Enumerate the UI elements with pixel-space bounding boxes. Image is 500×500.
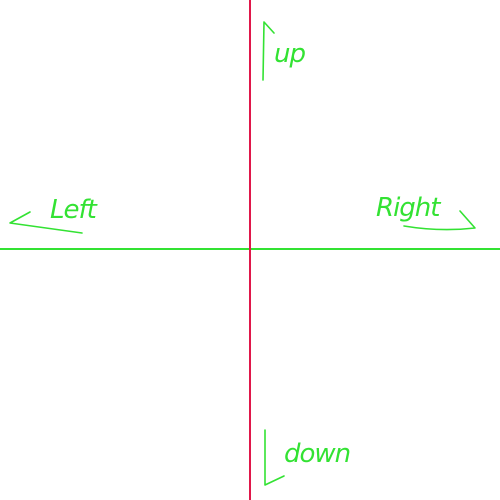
label-down: down — [284, 439, 350, 469]
label-left: Left — [50, 195, 98, 225]
label-up: up — [274, 39, 305, 69]
arrow-left-icon — [9, 211, 83, 234]
arrow-down-icon — [264, 429, 285, 486]
arrow-right-icon — [403, 210, 476, 231]
arrow-up-icon — [262, 21, 275, 81]
label-right: Right — [376, 193, 441, 223]
